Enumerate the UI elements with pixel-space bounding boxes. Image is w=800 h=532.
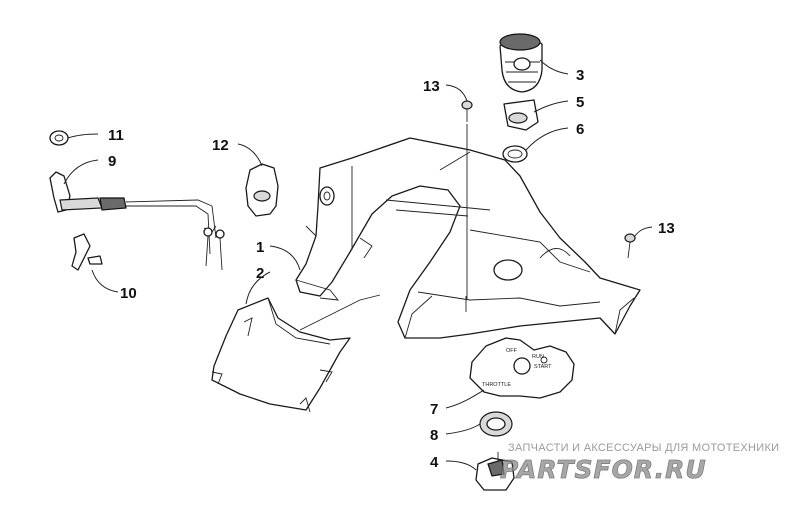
leader-lines [63, 59, 653, 471]
callout-6: 6 [576, 121, 584, 138]
watermark-logo: PARTSFOR.RU [500, 455, 707, 484]
watermark: ЗАПЧАСТИ И АКСЕССУАРЫ ДЛЯ МОТОТЕХНИКИ PA… [500, 442, 779, 484]
lower-panel [211, 297, 351, 413]
watermark-tagline: ЗАПЧАСТИ И АКСЕССУАРЫ ДЛЯ МОТОТЕХНИКИ [508, 442, 779, 454]
callout-11: 11 [108, 127, 124, 144]
decal-label-throttle: THROTTLE [482, 382, 511, 388]
callout-13-top: 13 [423, 78, 440, 95]
callout-10: 10 [120, 285, 137, 302]
callout-13-right: 13 [658, 220, 675, 237]
callout-labels: 3 5 6 13 13 11 9 10 12 1 2 7 8 4 [108, 67, 675, 471]
key-switch-assembly [499, 33, 543, 163]
callout-5: 5 [576, 94, 584, 111]
shield-plate [245, 163, 279, 217]
decal-label-run: RUN [532, 354, 544, 360]
nut [479, 411, 513, 437]
callout-1: 1 [256, 239, 264, 256]
callout-12: 12 [212, 137, 229, 154]
console-housing [295, 137, 641, 339]
ignition-key [475, 452, 515, 491]
callout-2: 2 [256, 265, 264, 282]
callout-3: 3 [576, 67, 584, 84]
screw-right [624, 233, 636, 259]
callout-7: 7 [430, 401, 438, 418]
callout-9: 9 [108, 153, 116, 170]
callout-8: 8 [430, 427, 438, 444]
decal-label-off: OFF [506, 348, 518, 354]
throttle-lever-assembly [49, 130, 225, 271]
switch-decal-plate: OFF RUN START THROTTLE [469, 337, 575, 399]
decal-label-start: START [534, 364, 552, 370]
callout-4: 4 [430, 454, 439, 471]
